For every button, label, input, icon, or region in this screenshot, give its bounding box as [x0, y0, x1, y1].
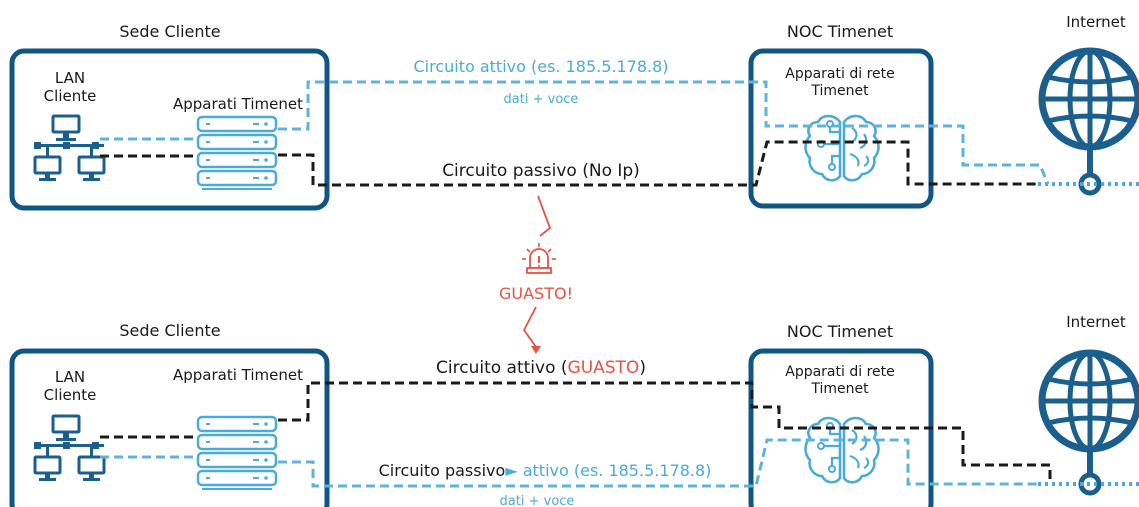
internet-title: Internet	[1066, 13, 1126, 31]
noc-apparati-label-line1: Apparati di rete	[785, 364, 894, 380]
promoted-circuit-line	[100, 438, 1040, 488]
noc-apparati-label-line2: Timenet	[810, 83, 869, 99]
fault-bolt-top	[537, 195, 552, 237]
fault-indicator: GUASTO!	[499, 195, 573, 354]
promoted-circuit-prefix: Circuito passivo	[379, 461, 506, 480]
sede-cliente-title: Sede Cliente	[119, 22, 220, 41]
active-circuit-sublabel: dati + voce	[504, 92, 579, 107]
passive-circuit-line	[100, 140, 1040, 187]
fault-bolt-bottom	[522, 306, 537, 348]
apparati-timenet-label: Apparati Timenet	[173, 366, 303, 384]
guasto-label: GUASTO!	[499, 284, 573, 303]
promoted-circuit-arrow: ►	[505, 461, 518, 480]
faulty-circuit-prefix: Circuito attivo (	[436, 358, 568, 378]
faulty-circuit-line	[100, 381, 1052, 484]
noc-timenet-title: NOC Timenet	[787, 322, 893, 341]
faulty-circuit-fault: GUASTO	[568, 358, 640, 378]
server-rack-icon	[198, 417, 276, 489]
faulty-circuit-label: Circuito attivo (GUASTO)	[436, 358, 646, 378]
active-circuit-label: Circuito attivo (es. 185.5.178.8)	[413, 57, 668, 76]
passive-circuit-label: Circuito passivo (No Ip)	[442, 161, 640, 181]
promoted-circuit-active: attivo (es. 185.5.178.8)	[518, 461, 712, 480]
globe-icon	[1042, 353, 1138, 449]
server-rack-icon	[198, 117, 276, 189]
bottom-diagram: Sede Cliente LAN Cliente Apparati Timene…	[9, 313, 1139, 507]
top-diagram: Sede Cliente LAN Cliente Apparati Timene…	[9, 13, 1139, 211]
active-circuit-line	[100, 80, 1050, 185]
globe-icon	[1042, 51, 1138, 147]
internet-title: Internet	[1066, 313, 1126, 331]
noc-timenet-title: NOC Timenet	[787, 22, 893, 41]
lan-cliente-label-line2: Cliente	[44, 386, 97, 404]
promoted-circuit-sublabel: dati + voce	[500, 494, 575, 507]
faulty-circuit-suffix: )	[639, 358, 646, 378]
sede-cliente-title: Sede Cliente	[119, 321, 220, 340]
noc-apparati-label-line2: Timenet	[810, 381, 869, 397]
lan-cliente-label-line2: Cliente	[44, 87, 97, 105]
fault-arrowhead	[531, 346, 541, 354]
lan-cliente-label-line1: LAN	[55, 69, 85, 87]
noc-apparati-label-line1: Apparati di rete	[785, 66, 894, 82]
alarm-siren-icon	[522, 243, 556, 274]
apparati-timenet-label: Apparati Timenet	[173, 95, 303, 113]
promoted-circuit-label: Circuito passivo► attivo (es. 185.5.178.…	[379, 461, 712, 480]
lan-cliente-label-line1: LAN	[55, 368, 85, 386]
